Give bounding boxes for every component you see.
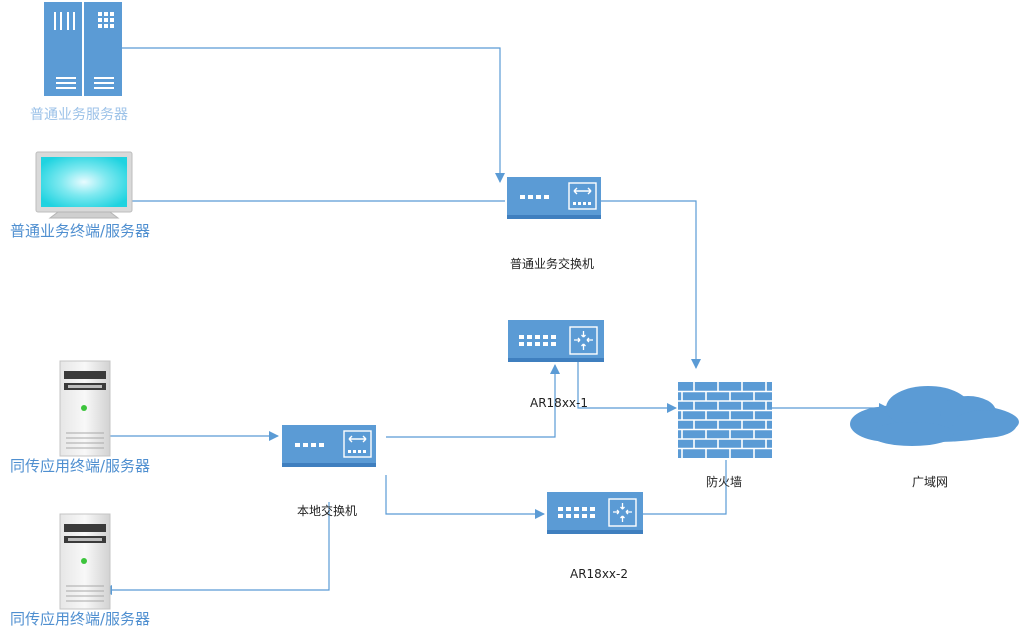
business-switch-label: 普通业务交换机	[510, 257, 595, 271]
router-icon	[508, 320, 604, 362]
switch-icon	[507, 177, 601, 219]
switch-icon	[282, 425, 376, 467]
router-icon	[547, 492, 643, 534]
cloud-icon	[850, 386, 1019, 446]
business-terminal-label: 普通业务终端/服务器	[10, 222, 151, 240]
sync-server-2-label: 同传应用终端/服务器	[10, 610, 151, 628]
link-router-1-to-firewall	[577, 358, 677, 413]
local-switch-label: 本地交换机	[297, 504, 358, 518]
link-local-switch-to-router-1	[386, 364, 560, 438]
firewall-label: 防火墙	[706, 475, 743, 489]
router-1-label: AR18xx-1	[530, 396, 588, 410]
link-local-switch-to-sync-server-2	[102, 502, 330, 595]
business-server-label: 普通业务服务器	[30, 107, 128, 123]
link-business-switch-to-firewall	[600, 200, 701, 369]
monitor-icon	[35, 151, 133, 219]
link-router-2-to-firewall	[642, 460, 727, 515]
link-local-switch-to-router-2	[385, 475, 545, 519]
wan-label: 广域网	[912, 475, 949, 489]
link-server-to-business-switch	[122, 47, 505, 183]
tower-server-icon	[59, 360, 111, 457]
tower-server-icon	[59, 513, 111, 610]
sync-server-1-label: 同传应用终端/服务器	[10, 457, 151, 475]
rack-server-icon	[44, 2, 122, 96]
router-2-label: AR18xx-2	[570, 567, 628, 581]
firewall-icon	[678, 382, 772, 458]
